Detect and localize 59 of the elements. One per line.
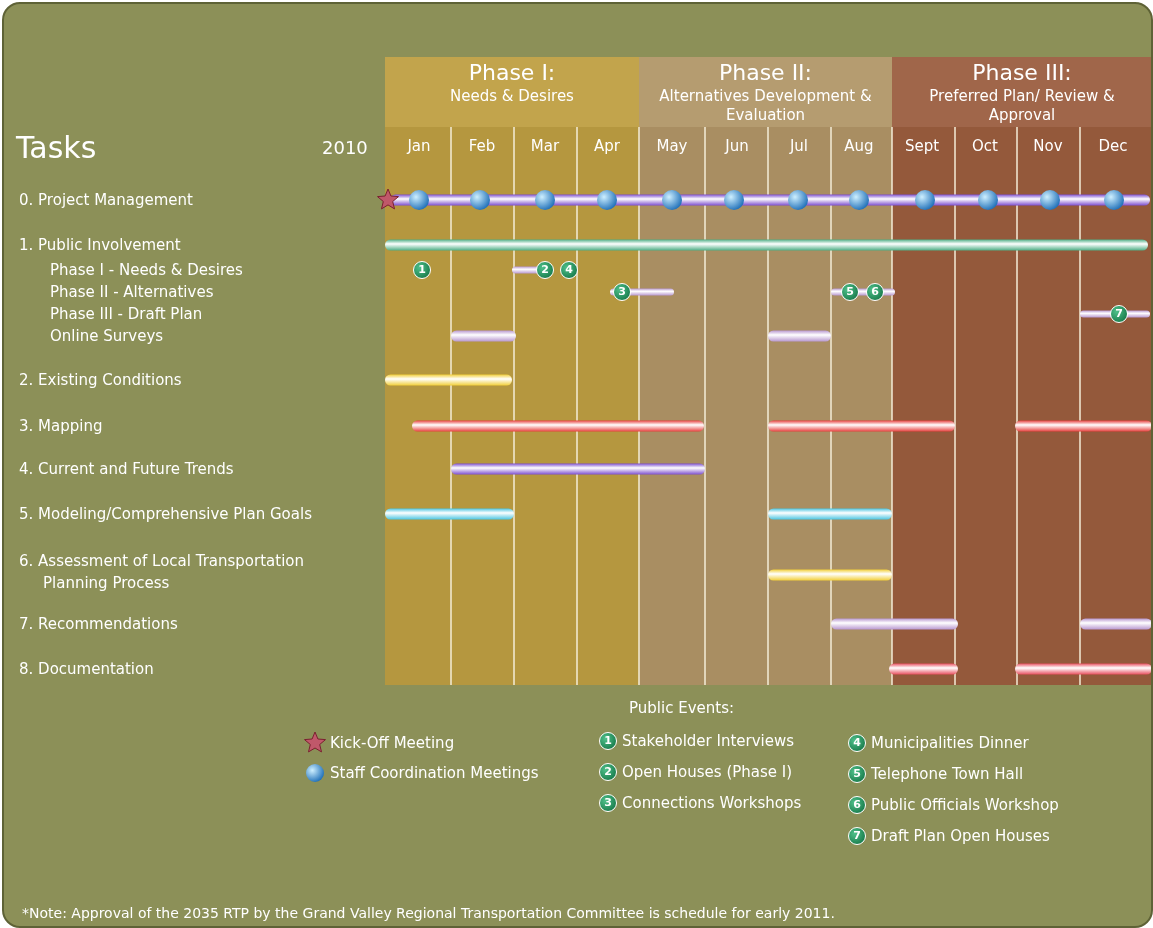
phase-title: Phase III: xyxy=(971,59,1073,87)
event-number-badge: 5 xyxy=(848,765,866,783)
task-label: 1. Public Involvement xyxy=(19,236,181,255)
month-label: May xyxy=(655,137,689,156)
month-label: Dec xyxy=(1097,137,1129,156)
event-name: Public Officials Workshop xyxy=(871,796,1059,814)
legend-label: Kick-Off Meeting xyxy=(330,734,455,752)
event-number-badge: 5 xyxy=(841,283,859,301)
task-label: 2. Existing Conditions xyxy=(19,371,182,390)
event-number-badge: 1 xyxy=(599,732,617,750)
task-label: Online Surveys xyxy=(50,327,164,346)
event-number-badge: 3 xyxy=(613,283,631,301)
month-label: Nov xyxy=(1032,137,1064,156)
year-label: 2010 xyxy=(322,137,368,159)
month-label: Mar xyxy=(529,137,561,156)
phase-band xyxy=(892,57,1151,685)
event-number-badge: 2 xyxy=(599,763,617,781)
event-number-badge: 4 xyxy=(560,261,578,279)
heading: Tasks xyxy=(16,130,97,166)
task-label: 0. Project Management xyxy=(19,191,193,210)
event-number-badge: 6 xyxy=(848,796,866,814)
section-heading: Public Events: xyxy=(629,699,734,718)
phase-subtitle: Alternatives Development & Evaluation xyxy=(658,87,873,125)
task-label: Phase I - Needs & Desires xyxy=(50,261,243,280)
month-label: Aug xyxy=(843,137,875,156)
event-number-badge: 3 xyxy=(599,794,617,812)
event-name: Connections Workshops xyxy=(622,794,802,812)
task-label: 3. Mapping xyxy=(19,417,103,436)
event-name: Stakeholder Interviews xyxy=(622,732,795,750)
event-number-badge: 6 xyxy=(866,283,884,301)
month-label: Sept xyxy=(903,137,941,156)
month-label: Jul xyxy=(788,137,810,156)
phase-title: Phase I: xyxy=(467,59,557,87)
event-name: Municipalities Dinner xyxy=(871,734,1029,752)
month-label: Feb xyxy=(467,137,497,156)
legend-label: Staff Coordination Meetings xyxy=(330,764,539,782)
event-number-badge: 1 xyxy=(413,261,431,279)
event-name: Open Houses (Phase I) xyxy=(622,763,793,781)
task-label: 6. Assessment of Local Transportation Planning Process xyxy=(19,551,305,594)
phase-subtitle: Needs & Desires xyxy=(449,87,575,106)
event-number-badge: 7 xyxy=(848,827,866,845)
task-label: Phase III - Draft Plan xyxy=(50,305,203,324)
event-name: Draft Plan Open Houses xyxy=(871,827,1050,845)
task-label: 4. Current and Future Trends xyxy=(19,460,234,479)
phase-subtitle: Preferred Plan/ Review & Approval xyxy=(928,87,1116,125)
month-label: Oct xyxy=(971,137,999,156)
footnote: *Note: Approval of the 2035 RTP by the Grand Valley Regional Transportation Committee is schedule for early 2011. xyxy=(22,904,835,922)
event-number-badge: 2 xyxy=(536,261,554,279)
month-label: Apr xyxy=(593,137,621,156)
event-number-badge: 4 xyxy=(848,734,866,752)
month-label: Jan xyxy=(405,137,432,156)
event-name: Telephone Town Hall xyxy=(871,765,1024,783)
task-label: 8. Documentation xyxy=(19,660,154,679)
task-label: Phase II - Alternatives xyxy=(50,283,214,302)
task-label: 5. Modeling/Comprehensive Plan Goals xyxy=(19,505,312,524)
task-label: 7. Recommendations xyxy=(19,615,178,634)
month-label: Jun xyxy=(723,137,750,156)
event-number-badge: 7 xyxy=(1110,305,1128,323)
phase-title: Phase II: xyxy=(717,59,814,87)
